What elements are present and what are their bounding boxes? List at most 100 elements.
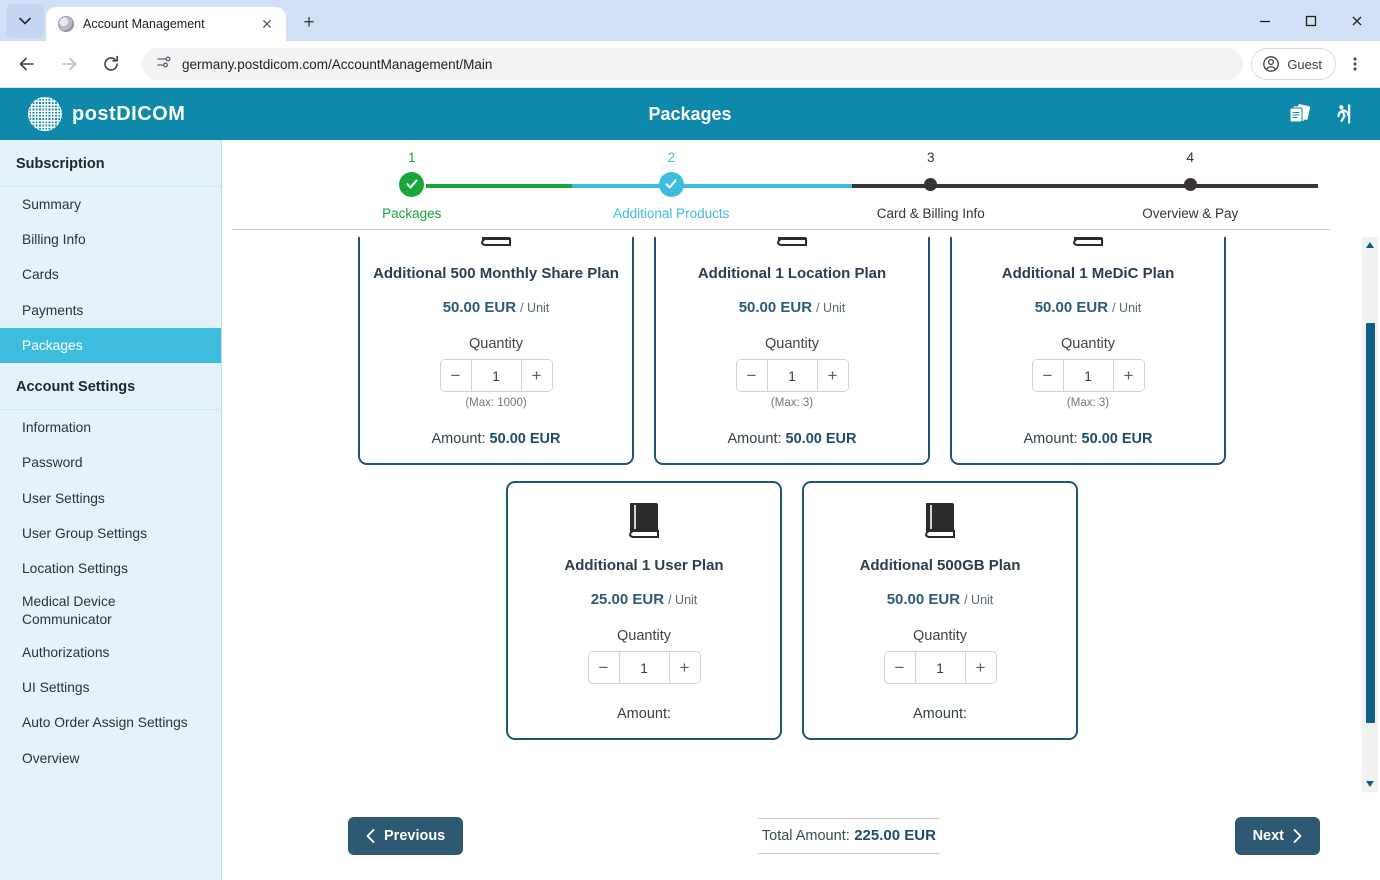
sidebar-item-payments[interactable]: Payments	[22, 302, 84, 318]
next-label: Next	[1252, 828, 1284, 844]
avatar-icon	[1263, 56, 1280, 72]
product-amount: Amount:	[816, 706, 1064, 722]
quantity-decrement-button[interactable]: −	[1032, 360, 1064, 391]
quantity-input[interactable]: 1	[915, 652, 965, 683]
previous-button[interactable]: Previous	[348, 817, 464, 855]
product-card[interactable]: Additional 1 MeDiC Plan 50.00 EUR / Unit…	[950, 237, 1226, 465]
product-card[interactable]: Additional 1 Location Plan 50.00 EUR / U…	[654, 237, 930, 465]
book-icon	[668, 237, 916, 249]
stepper-step-packages[interactable]: 1 Packages	[282, 150, 542, 221]
cards-icon[interactable]	[1286, 100, 1314, 128]
tab-search-chevron-icon[interactable]	[6, 4, 44, 38]
quantity-increment-button[interactable]: +	[1112, 360, 1144, 391]
stepper-step-additional-products[interactable]: 2 Additional Products	[542, 150, 802, 221]
quantity-decrement-button[interactable]: −	[736, 360, 768, 391]
step-number: 1	[407, 150, 416, 165]
sidebar-item-information[interactable]: Information	[22, 420, 92, 436]
sidebar-item-user-settings[interactable]: User Settings	[22, 490, 105, 506]
price-unit: / Unit	[668, 593, 698, 607]
quantity-input[interactable]: 1	[619, 652, 669, 683]
scrollbar-thumb[interactable]	[1366, 323, 1375, 723]
stepper-step-card-billing-info[interactable]: 3 Card & Billing Info	[801, 150, 1061, 221]
product-price: 50.00 EUR / Unit	[372, 299, 620, 316]
product-price: 50.00 EUR / Unit	[816, 591, 1064, 608]
stepper-step-overview-pay[interactable]: 4 Overview & Pay	[1061, 150, 1321, 221]
scroll-up-arrow-icon[interactable]	[1362, 237, 1378, 253]
browser-tab[interactable]: Account Management ✕	[46, 7, 286, 41]
price-value: 50.00 EUR	[1034, 299, 1109, 316]
logout-icon[interactable]	[1330, 100, 1358, 128]
quantity-stepper[interactable]: − 1 +	[816, 651, 1064, 684]
browser-toolbar: germany.postdicom.com/AccountManagement/…	[0, 41, 1380, 88]
sidebar-item-ui-settings[interactable]: UI Settings	[22, 680, 90, 696]
sidebar-item-location-settings[interactable]: Location Settings	[22, 561, 128, 577]
chevron-right-icon	[1293, 829, 1302, 843]
price-value: 25.00 EUR	[590, 591, 665, 608]
product-card[interactable]: Additional 1 User Plan 25.00 EUR / Unit …	[506, 481, 782, 740]
browser-menu-icon[interactable]	[1340, 49, 1370, 79]
price-unit: / Unit	[964, 593, 994, 607]
forward-icon[interactable]	[52, 47, 86, 81]
product-card[interactable]: Additional 500 Monthly Share Plan 50.00 …	[358, 237, 634, 465]
products-list: Additional 500 Monthly Share Plan 50.00 …	[222, 237, 1362, 756]
step-label: Packages	[382, 206, 442, 221]
reload-icon[interactable]	[94, 47, 128, 81]
scroll-down-arrow-icon[interactable]	[1362, 776, 1378, 792]
brand-logo[interactable]: postDICOM	[0, 97, 185, 131]
quantity-increment-button[interactable]: +	[668, 652, 700, 683]
sidebar-item-auto-order-assign-settings[interactable]: Auto Order Assign Settings	[22, 715, 188, 731]
quantity-decrement-button[interactable]: −	[884, 652, 916, 683]
quantity-increment-button[interactable]: +	[816, 360, 848, 391]
sidebar-item-summary[interactable]: Summary	[22, 197, 82, 212]
quantity-stepper[interactable]: − 1 +	[372, 359, 620, 392]
minimize-icon[interactable]	[1242, 0, 1288, 41]
total-value: 225.00 EUR	[854, 827, 936, 844]
back-icon[interactable]	[10, 47, 44, 81]
quantity-stepper[interactable]: − 1 +	[668, 359, 916, 392]
globe-favicon	[58, 16, 74, 32]
quantity-decrement-button[interactable]: −	[440, 360, 472, 391]
new-tab-button[interactable]: +	[303, 12, 315, 33]
product-title: Additional 1 User Plan	[564, 557, 724, 574]
sidebar-item-packages[interactable]: Packages	[0, 327, 221, 364]
quantity-input[interactable]: 1	[1063, 360, 1113, 391]
close-icon[interactable]: ✕	[261, 15, 273, 32]
sidebar-item-cards[interactable]: Cards	[22, 267, 59, 283]
price-value: 50.00 EUR	[886, 591, 961, 608]
product-title: Additional 500 Monthly Share Plan	[373, 265, 619, 282]
amount-value: 50.00 EUR	[785, 431, 857, 447]
sidebar-item-user-group-settings[interactable]: User Group Settings	[22, 525, 147, 541]
quantity-stepper[interactable]: − 1 +	[520, 651, 768, 684]
product-row-2: Additional 1 User Plan 25.00 EUR / Unit …	[222, 481, 1362, 740]
chevron-left-icon	[366, 829, 375, 843]
sidebar-item-password[interactable]: Password	[22, 455, 83, 471]
product-card[interactable]: Additional 500GB Plan 50.00 EUR / Unit Q…	[802, 481, 1078, 740]
amount-label: Amount:	[727, 431, 782, 447]
previous-label: Previous	[384, 828, 446, 844]
sidebar-item-overview[interactable]: Overview	[22, 750, 80, 766]
quantity-increment-button[interactable]: +	[964, 652, 996, 683]
maximize-icon[interactable]	[1288, 0, 1334, 41]
quantity-stepper[interactable]: − 1 +	[964, 359, 1212, 392]
quantity-decrement-button[interactable]: −	[588, 652, 620, 683]
profile-label: Guest	[1287, 56, 1322, 72]
amount-label: Amount:	[431, 431, 486, 447]
step-label: Overview & Pay	[1142, 206, 1239, 221]
application: postDICOM Packages	[0, 88, 1380, 880]
quantity-input[interactable]: 1	[767, 360, 817, 391]
quantity-max-hint: (Max: 3)	[770, 397, 814, 409]
stepper-steps: 1 Packages 2	[222, 150, 1380, 221]
profile-guest-button[interactable]: Guest	[1251, 48, 1336, 80]
vertical-scrollbar[interactable]	[1362, 237, 1378, 792]
quantity-label: Quantity	[617, 628, 671, 644]
quantity-increment-button[interactable]: +	[520, 360, 552, 391]
window-close-icon[interactable]	[1334, 0, 1380, 41]
quantity-input[interactable]: 1	[471, 360, 521, 391]
sidebar-item-medical-device-communicator[interactable]: Medical Device Communicator	[22, 594, 116, 627]
address-bar[interactable]: germany.postdicom.com/AccountManagement/…	[142, 48, 1244, 80]
next-button[interactable]: Next	[1234, 817, 1320, 855]
sidebar-item-billing-info[interactable]: Billing Info	[22, 232, 86, 248]
sidebar-item-authorizations[interactable]: Authorizations	[22, 644, 110, 660]
site-settings-icon[interactable]	[156, 54, 172, 75]
brand-name: postDICOM	[72, 102, 186, 125]
